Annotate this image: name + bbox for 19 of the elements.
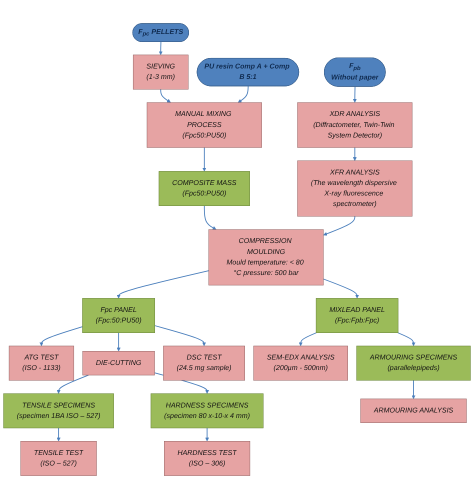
arrow <box>158 41 163 56</box>
arrow <box>116 332 121 352</box>
arrow <box>352 86 357 103</box>
arrow <box>204 205 216 230</box>
arrow <box>202 147 206 172</box>
arrow <box>160 88 171 103</box>
arrow <box>322 278 360 298</box>
arrow <box>56 374 90 394</box>
arrow <box>205 427 210 442</box>
arrow <box>352 147 357 161</box>
arrow <box>323 216 356 236</box>
arrow <box>40 326 83 346</box>
arrow <box>116 270 210 298</box>
arrow <box>397 332 416 346</box>
arrow <box>238 86 249 103</box>
arrow <box>298 332 317 346</box>
arrow <box>56 427 61 442</box>
arrow <box>154 325 206 346</box>
arrow <box>412 380 416 399</box>
